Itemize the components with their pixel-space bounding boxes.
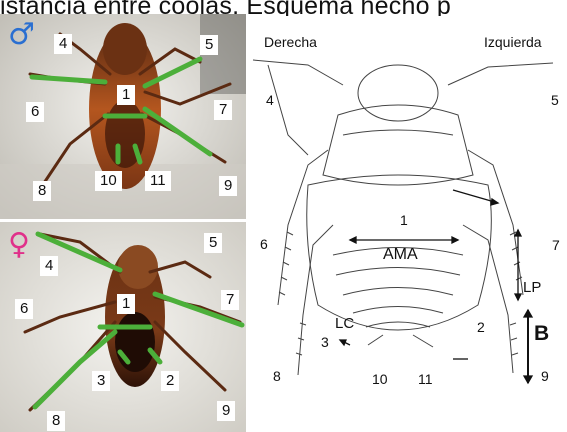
female-label-5: 5	[204, 233, 222, 253]
term-lc: LC	[335, 316, 354, 332]
male-label-11: 11	[145, 171, 171, 191]
male-label-5: 5	[200, 35, 218, 55]
diagram-label-11: 11	[418, 371, 433, 387]
diagram-label-9: 9	[541, 368, 549, 384]
term-ama: AMA	[383, 247, 418, 263]
side-label-left: Izquierda	[484, 34, 542, 50]
diagram-label-3: 3	[321, 334, 329, 350]
male-label-4: 4	[54, 34, 72, 54]
diagram-label-5: 5	[551, 92, 559, 108]
diagram-label-10: 10	[372, 371, 388, 387]
female-cockroach-photo: ♀	[0, 222, 246, 432]
female-label-3: 3	[92, 371, 110, 391]
female-label-9: 9	[217, 401, 235, 421]
female-label-7: 7	[221, 290, 239, 310]
male-label-8: 8	[33, 181, 51, 201]
term-lp: LP	[523, 280, 541, 296]
diagram-label-4: 4	[266, 92, 274, 108]
male-label-6: 6	[26, 102, 44, 122]
female-label-8: 8	[47, 411, 65, 431]
side-label-right: Derecha	[264, 34, 317, 50]
diagram-label-8: 8	[273, 368, 281, 384]
diagram-label-2: 2	[477, 319, 485, 335]
male-label-10: 10	[95, 171, 122, 191]
female-label-4: 4	[40, 256, 58, 276]
term-b: B	[534, 326, 549, 342]
male-symbol-icon: ♂	[8, 17, 35, 52]
female-label-6: 6	[15, 299, 33, 319]
female-label-1: 1	[117, 294, 135, 314]
male-label-7: 7	[214, 100, 232, 120]
diagram-label-6: 6	[260, 236, 268, 252]
diagram-label-1: 1	[400, 212, 408, 228]
female-symbol-icon: ♀	[8, 227, 30, 262]
female-label-2: 2	[161, 371, 179, 391]
diagram-label-7: 7	[552, 237, 560, 253]
male-label-1: 1	[117, 85, 135, 105]
male-label-9: 9	[219, 176, 237, 196]
